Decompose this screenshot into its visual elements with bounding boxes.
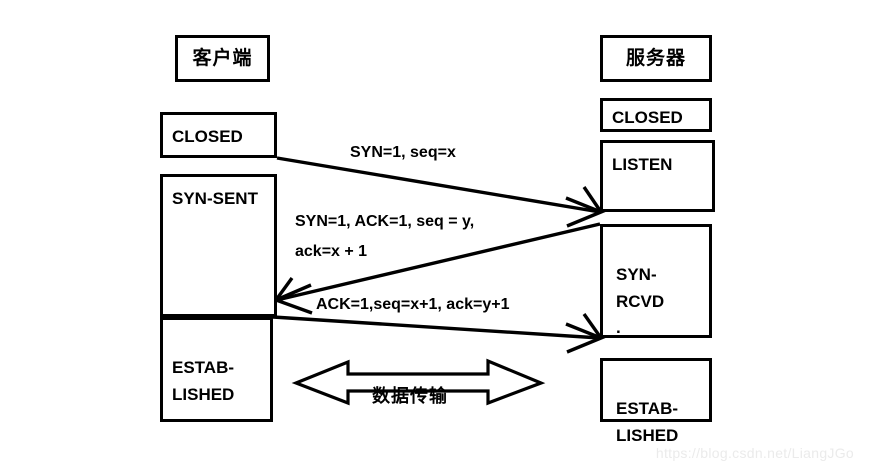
client-state-closed: CLOSED — [160, 112, 277, 158]
server-state-listen: LISTEN — [600, 140, 715, 212]
message-ack-label: ACK=1,seq=x+1, ack=y+1 — [316, 296, 510, 313]
server-state-closed-label: CLOSED — [612, 108, 683, 127]
client-state-closed-label: CLOSED — [172, 127, 243, 146]
server-title-box: 服务器 — [600, 35, 712, 82]
message-syn-ack-label: SYN=1, ACK=1, seq = y, ack=x + 1 — [295, 213, 475, 260]
client-state-syn-sent-label: SYN-SENT — [172, 189, 258, 208]
client-state-established-label: ESTAB- LISHED — [172, 358, 235, 404]
message-syn-label: SYN=1, seq=x — [350, 144, 456, 161]
arrow-message-ack — [272, 313, 606, 354]
server-state-syn-rcvd-label: SYN- RCVD . — [616, 265, 665, 338]
server-state-established: ESTAB- LISHED — [600, 358, 712, 445]
server-state-syn-rcvd: SYN- RCVD . — [600, 224, 712, 338]
server-state-closed: CLOSED — [600, 98, 712, 132]
watermark: https://blog.csdn.net/LiangJGo — [655, 445, 854, 461]
server-state-listen-label: LISTEN — [612, 155, 673, 174]
client-state-syn-sent: SYN-SENT — [160, 174, 277, 317]
client-title-label: 客户端 — [192, 47, 253, 69]
data-transfer-label: 数据传输 — [372, 386, 448, 406]
client-state-established: ESTAB- LISHED — [160, 317, 273, 422]
arrow-message-syn — [276, 156, 606, 228]
server-title-label: 服务器 — [625, 47, 686, 69]
client-title-box: 客户端 — [175, 35, 270, 82]
server-state-established-label: ESTAB- LISHED — [616, 399, 679, 445]
data-transfer-arrow — [291, 358, 546, 406]
